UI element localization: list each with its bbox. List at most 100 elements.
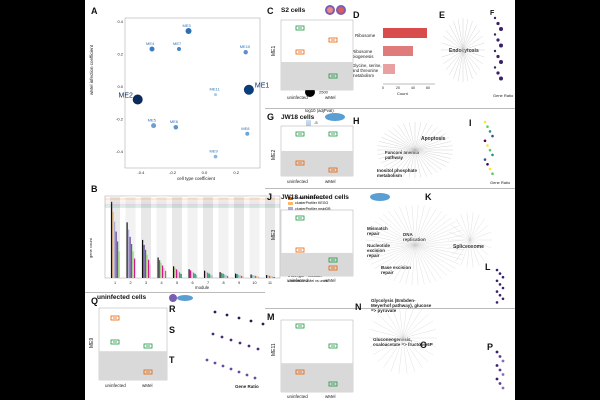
cell-icon xyxy=(338,7,344,13)
edge xyxy=(462,21,473,51)
dot xyxy=(498,283,502,286)
edge xyxy=(383,244,416,276)
point-label: ME5 xyxy=(148,118,157,123)
x-label-m-0: uninfected xyxy=(287,394,308,399)
bar xyxy=(132,251,134,278)
module-band xyxy=(249,196,260,278)
edge xyxy=(455,218,471,241)
scatter-point xyxy=(132,94,143,105)
edge xyxy=(414,149,446,167)
edge xyxy=(469,239,474,268)
edge xyxy=(441,49,464,58)
edge xyxy=(414,122,422,151)
scatter-point xyxy=(213,154,218,159)
edge xyxy=(408,149,416,178)
panel-label-h: H xyxy=(353,116,360,126)
edge xyxy=(453,21,464,51)
bar xyxy=(112,211,114,278)
dot xyxy=(229,367,233,371)
edge xyxy=(414,141,452,151)
bar xyxy=(221,272,223,278)
axis-label-x-i: Gene Ratio xyxy=(490,180,511,185)
dot xyxy=(499,27,503,31)
edge xyxy=(449,24,464,51)
cell-icon xyxy=(177,295,193,301)
boxplot xyxy=(328,343,338,349)
edge xyxy=(402,337,408,374)
edge xyxy=(402,337,434,355)
dot xyxy=(483,158,487,161)
edge xyxy=(414,149,442,170)
bar xyxy=(131,244,133,278)
shaded-region xyxy=(99,351,167,380)
module-tick: 1 xyxy=(114,281,116,285)
bar xyxy=(239,275,241,278)
panel-label-s: S xyxy=(169,325,176,335)
edge xyxy=(414,225,459,246)
bar xyxy=(267,275,269,278)
bar xyxy=(126,222,128,278)
dot xyxy=(496,71,500,75)
edge xyxy=(414,149,427,177)
bar xyxy=(204,270,206,278)
edge xyxy=(455,239,471,262)
dot xyxy=(237,316,241,320)
boxplot xyxy=(295,215,305,221)
bar xyxy=(146,254,148,278)
edge xyxy=(414,244,456,269)
x-label-g-0: uninfected xyxy=(287,179,308,184)
edge xyxy=(457,49,464,82)
divider xyxy=(85,292,265,293)
shaded-region xyxy=(281,363,353,392)
bar xyxy=(114,221,116,278)
bar xyxy=(196,274,198,278)
panel-title-g: JW18 cells xyxy=(281,114,315,121)
edge xyxy=(408,122,416,151)
dot xyxy=(499,76,503,81)
dot xyxy=(495,350,499,354)
edge xyxy=(399,244,416,284)
edge xyxy=(393,208,416,246)
bar xyxy=(211,275,213,278)
dot xyxy=(498,382,502,385)
bar xyxy=(115,231,117,278)
edge xyxy=(414,214,447,246)
dot xyxy=(501,386,505,390)
point-label: ME9 xyxy=(210,149,219,154)
bar xyxy=(208,273,210,278)
edge xyxy=(414,239,465,246)
dot xyxy=(238,341,242,345)
edge xyxy=(462,35,483,51)
dot xyxy=(220,335,224,339)
bar xyxy=(142,239,144,278)
edge xyxy=(414,244,431,284)
bar xyxy=(162,265,164,278)
dot xyxy=(491,172,494,175)
boxplot xyxy=(328,257,338,263)
legend-item: clusterProfiler KEGG xyxy=(288,201,328,205)
panel-label-p: P xyxy=(487,342,494,352)
edge xyxy=(462,49,477,76)
edge xyxy=(414,149,438,173)
edge xyxy=(414,244,464,256)
edge xyxy=(414,244,459,265)
edge xyxy=(414,205,419,246)
edge xyxy=(377,145,416,151)
dot xyxy=(488,167,492,171)
axis-label-x-d: Count xyxy=(397,91,408,96)
edge xyxy=(397,124,416,151)
hub-apoptosis: Apoptosis xyxy=(421,136,446,142)
edge xyxy=(384,133,416,151)
edge xyxy=(384,149,416,167)
module-tick: 7 xyxy=(207,281,209,285)
edge xyxy=(414,130,442,151)
panel-title-c: S2 cells xyxy=(281,7,306,14)
edge xyxy=(378,141,416,151)
bar xyxy=(253,275,255,278)
edge xyxy=(469,224,489,241)
edge xyxy=(414,208,437,246)
x-tick: 0.2 xyxy=(233,170,239,175)
edge xyxy=(392,127,416,151)
edge xyxy=(369,337,404,347)
